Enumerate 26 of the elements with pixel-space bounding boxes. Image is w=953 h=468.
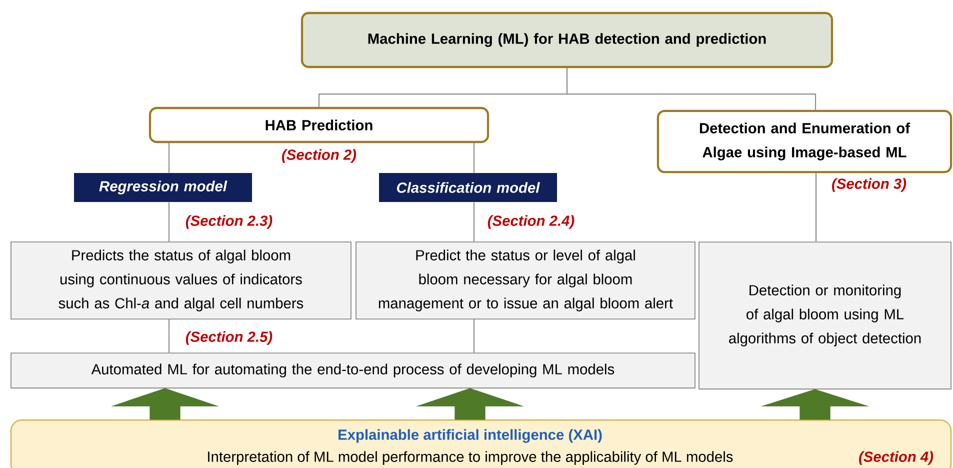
category-box: Detection and Enumeration of Algae using Image-based ML [656,110,952,174]
block-arrow [110,388,220,420]
description-box: Detection or monitoring of algal bloom using ML algorithms of object detection [698,242,952,390]
block-arrow [416,388,524,420]
description-box: Predicts the status of algal bloom using continuous values of indicators such as Chl-a and algal cell numbers [10,242,352,320]
connector-line [473,320,475,353]
connector-line [168,143,170,173]
connector-line [473,143,475,173]
foundation-box: Explainable artificial intelligence (XAI) Interpretation of ML model performance to improve the applicability of ML models (Section 4) [10,419,952,468]
connector-line [566,68,816,110]
connector-line [473,202,475,242]
model-label: Regression model [74,172,252,202]
section-label: (Section 2) [282,149,356,163]
section-label: (Section 2.3) [186,215,272,229]
description-box: Automated ML for automating the end-to-end process of developing ML models [10,352,696,388]
connector-line [168,202,170,242]
description-box: Predict the status or level of algal bloom necessary for algal bloom management or to issue an algal bloom alert [356,242,696,320]
section-label: (Section 3) [832,178,906,192]
title-box: Machine Learning (ML) for HAB detection and prediction [300,12,834,68]
connector-line [168,320,170,353]
block-arrow [760,389,870,420]
model-label: Classification model [379,172,557,202]
category-box: HAB Prediction [148,106,490,144]
section-label: (Section 2.4) [488,215,574,229]
connector-line [815,173,817,242]
section-label: (Section 2.5) [186,331,272,345]
